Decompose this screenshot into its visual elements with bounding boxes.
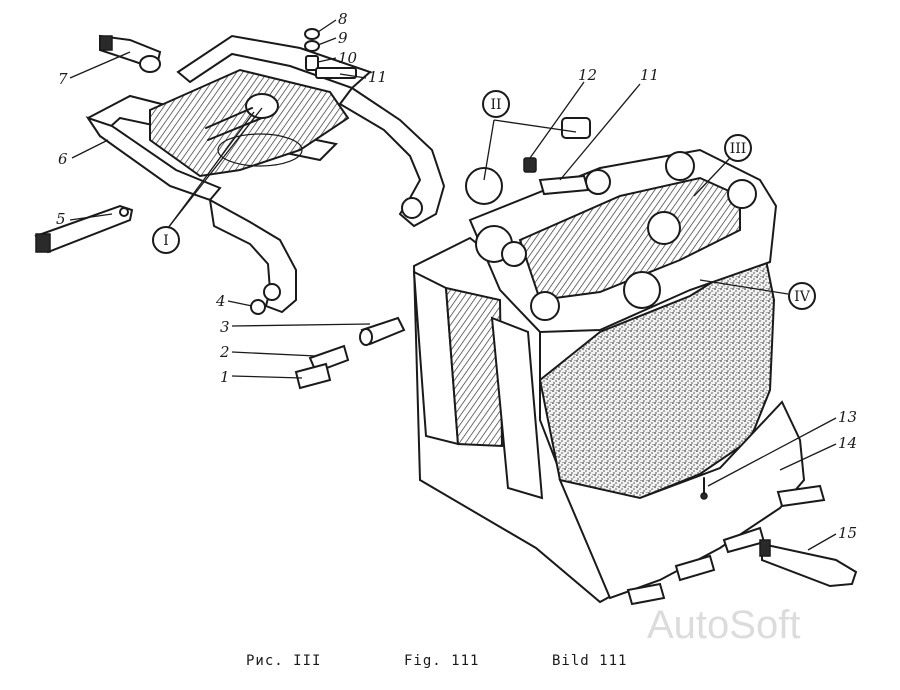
view-label-II: II — [490, 97, 501, 113]
caption-en: Fig. 111 — [404, 653, 480, 669]
figure-caption: Рис. III Fig. 111 Bild 111 — [0, 653, 900, 677]
strap-part — [34, 204, 134, 254]
small-bracket-part — [99, 34, 162, 73]
view-marker-IV: IV — [788, 282, 816, 310]
caption-ru: Рис. III — [246, 653, 322, 669]
view-label-III: III — [730, 141, 747, 157]
hardware-pieces — [250, 299, 406, 390]
callout-4: 4 — [215, 292, 226, 310]
tooth-hardware — [700, 477, 858, 588]
callout-6: 6 — [58, 150, 68, 168]
callout-2: 2 — [219, 343, 230, 361]
callout-5: 5 — [56, 210, 66, 228]
callout-14: 14 — [838, 434, 857, 452]
cradle-frame — [85, 34, 446, 314]
callout-7: 7 — [58, 70, 68, 88]
bucket-body — [412, 117, 826, 606]
view-marker-III: III — [724, 134, 752, 162]
callout-10: 10 — [338, 49, 358, 67]
callout-12: 12 — [578, 66, 597, 84]
view-label-I: I — [163, 233, 169, 249]
leader-lines — [69, 19, 837, 551]
view-marker-I: I — [152, 226, 180, 254]
callout-11-left: 11 — [368, 68, 387, 86]
callout-3: 3 — [220, 318, 230, 336]
caption-de: Bild 111 — [552, 653, 628, 669]
callout-15: 15 — [838, 524, 857, 542]
view-label-IV: IV — [794, 289, 811, 305]
watermark: AutoSoft — [647, 603, 801, 647]
callout-13: 13 — [838, 408, 857, 426]
view-marker-II: II — [482, 90, 510, 118]
callout-8: 8 — [338, 10, 348, 28]
callout-11-right: 11 — [640, 66, 659, 84]
callout-1: 1 — [220, 368, 230, 386]
callout-9: 9 — [338, 29, 348, 47]
